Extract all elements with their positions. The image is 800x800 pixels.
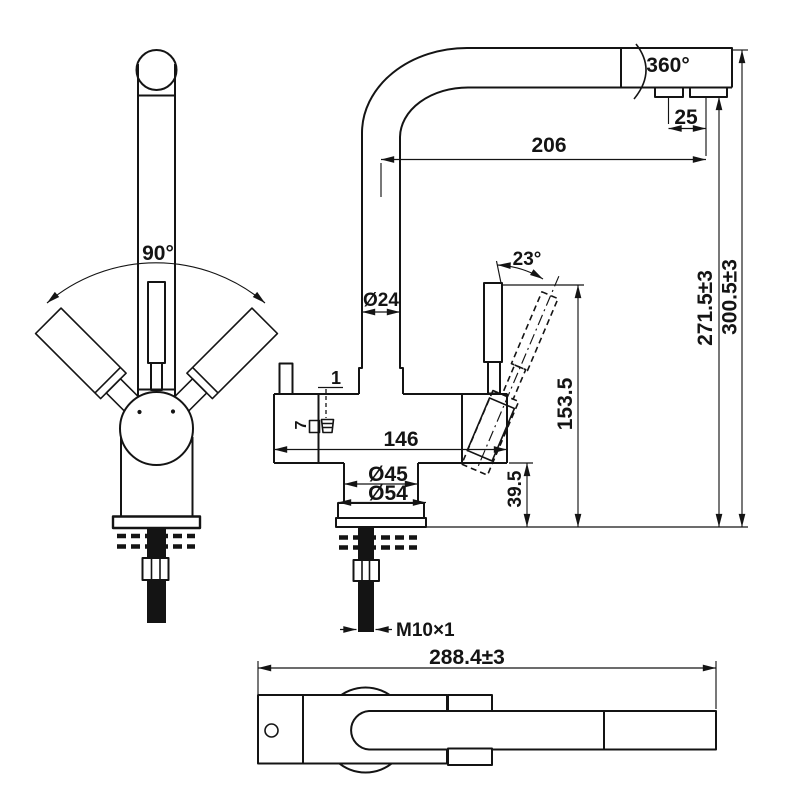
lever-grip: [483, 282, 503, 363]
spout-tip-circle: [135, 49, 178, 91]
dim-lever-angle: 23°: [513, 249, 542, 270]
spout-outer: [361, 47, 733, 134]
ball-joint: [119, 391, 194, 466]
cartridge-tilted: [466, 397, 516, 462]
lever-slot: [147, 281, 166, 364]
port-hole: [264, 723, 279, 738]
base-plate: [111, 515, 202, 530]
dim-outlet-height: 271.5±3: [694, 270, 717, 346]
lever-neck: [487, 361, 501, 395]
dim-body-height: 39.5: [505, 470, 526, 507]
dim-base-diameter: Ø54: [368, 482, 408, 505]
lever-tilted-dashed: [460, 291, 559, 476]
mounting-nut: [352, 559, 380, 582]
spout-arm-top: [350, 710, 717, 751]
aerator-2: [689, 86, 728, 98]
pin-dot: [170, 409, 176, 414]
pin-dot: [137, 409, 142, 415]
dim-pipe-diameter: Ø24: [363, 290, 399, 311]
front-view: 23° 1 7 M10×1 Ø24 206 25 360° 146 Ø45 Ø5…: [273, 43, 748, 641]
dim-lever-height: 153.5: [554, 377, 577, 430]
dim-spout-reach: 206: [531, 134, 566, 157]
body-side: [120, 437, 194, 517]
dim-overall-height: 300.5±3: [719, 259, 742, 335]
base-lower: [335, 517, 427, 528]
body: [273, 393, 508, 464]
side-view: 90°: [34, 49, 279, 623]
dim-neck-diameter: Ø45: [368, 463, 408, 486]
collar-top: [447, 694, 493, 712]
spout-inner: [399, 86, 732, 138]
setscrew-pocket: [308, 419, 321, 434]
dim-overall-length: 288.4±3: [429, 646, 505, 669]
dim-aerator-spacing: 25: [674, 106, 698, 129]
handle-tilted-right: [173, 307, 279, 413]
dim-swing-angle: 90°: [142, 242, 174, 265]
angle-arc-23: [497, 262, 544, 280]
aerator-1: [654, 86, 684, 98]
dim-setscrew-offset: 1: [331, 368, 341, 388]
setscrew-glyph: [320, 418, 335, 434]
collar-bottom: [447, 747, 493, 766]
top-view: 288.4±3: [257, 646, 717, 774]
side-port: [278, 362, 294, 395]
dim-thread: M10×1: [396, 620, 455, 641]
dim-rotation: 360°: [646, 54, 689, 77]
riser-pipe: [358, 133, 404, 394]
lever-centerline: [477, 275, 560, 467]
dim-setscrew-depth: 7: [293, 420, 310, 429]
rotation-arc: [633, 43, 647, 100]
mounting-nut: [141, 557, 170, 581]
handle-column: [137, 64, 176, 399]
base-upper: [337, 502, 425, 519]
handle-tilted-left: [34, 307, 140, 413]
dim-body-length: 146: [383, 428, 418, 451]
swing-arc: [46, 262, 266, 304]
